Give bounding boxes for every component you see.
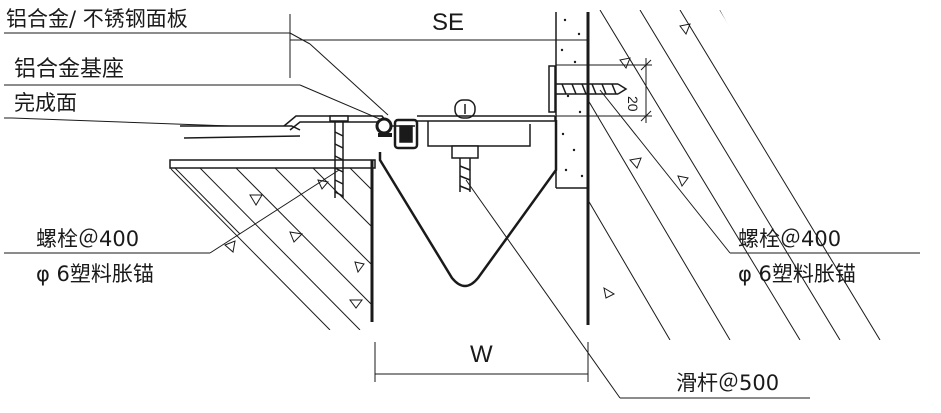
cover-plate bbox=[417, 99, 556, 147]
slide-bar-label: 滑杆＠500 bbox=[676, 371, 779, 395]
se-label: SE bbox=[432, 9, 464, 36]
aluminum-base bbox=[283, 115, 419, 150]
v-waterstop bbox=[378, 120, 558, 288]
right-anchor bbox=[548, 65, 628, 113]
concrete-infill bbox=[560, 18, 584, 178]
side-dimension bbox=[556, 58, 652, 123]
anchor-right-label: φ 6塑料胀锚 bbox=[738, 262, 856, 286]
base-label: 铝合金基座 bbox=[14, 57, 124, 82]
leader-lines bbox=[4, 32, 920, 399]
w-dimension bbox=[374, 342, 589, 382]
finish-surface bbox=[180, 125, 301, 139]
se-dimension bbox=[289, 14, 557, 78]
right-wall bbox=[555, 10, 900, 340]
side-dimension-label: 20 bbox=[625, 96, 641, 112]
left-bolt bbox=[329, 115, 349, 198]
slide-bolt bbox=[451, 145, 479, 192]
left-slab bbox=[169, 159, 376, 330]
finish-label: 完成面 bbox=[14, 91, 77, 115]
panel-label: 铝合金/ 不锈钢面板 bbox=[6, 7, 188, 31]
bolt-left-label: 螺栓＠400 bbox=[36, 227, 139, 251]
w-label: W bbox=[470, 341, 493, 368]
bolt-right-label: 螺栓＠400 bbox=[738, 227, 841, 251]
anchor-left-label: φ 6塑料胀锚 bbox=[36, 262, 154, 286]
